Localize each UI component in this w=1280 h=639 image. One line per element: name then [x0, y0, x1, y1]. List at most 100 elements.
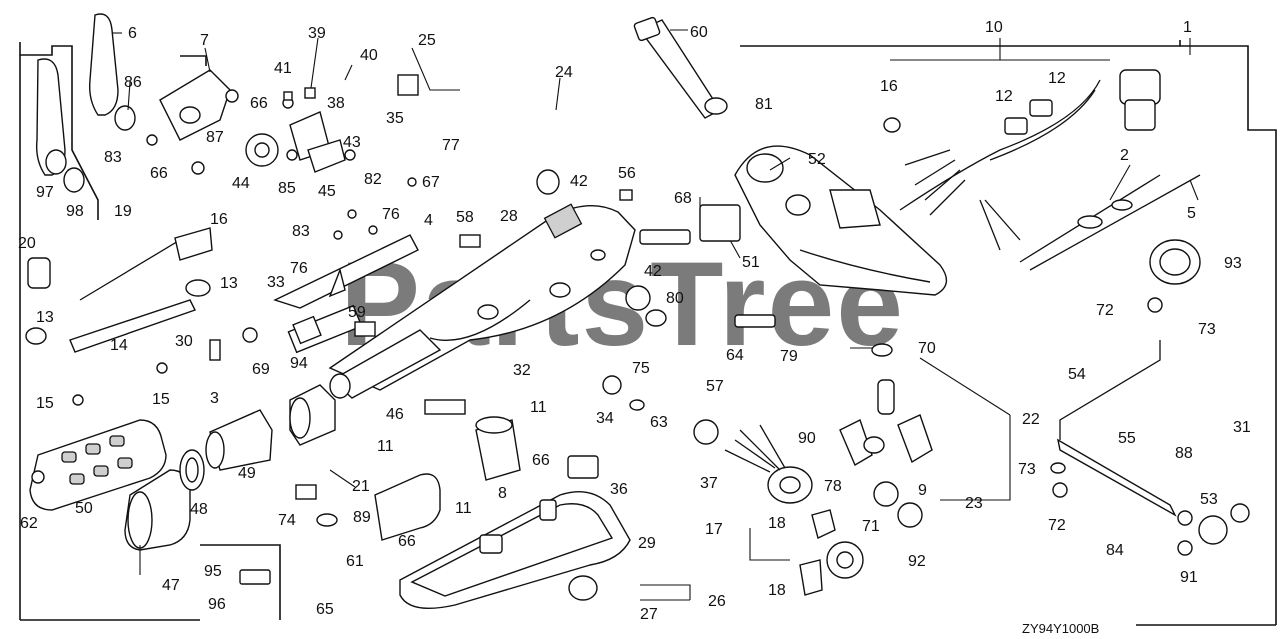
part-label-14: 14	[110, 337, 128, 354]
part-label-27: 27	[640, 606, 658, 623]
part-label-46: 46	[386, 406, 404, 423]
part-label-42-2: 42	[644, 263, 662, 280]
part-label-11-2: 11	[377, 438, 394, 455]
part-label-65: 65	[316, 601, 334, 618]
part-label-48: 48	[190, 501, 208, 518]
part-label-58: 58	[456, 209, 474, 226]
part-label-76: 76	[382, 206, 400, 223]
part-label-66-3: 66	[398, 533, 416, 550]
part-label-73-2: 73	[1018, 461, 1036, 478]
part-label-22: 22	[1022, 411, 1040, 428]
part-label-56: 56	[618, 165, 636, 182]
part-label-40: 40	[360, 47, 378, 64]
part-label-90: 90	[798, 430, 816, 447]
part-label-34: 34	[596, 410, 614, 427]
frame-lines	[19, 40, 1277, 626]
part-label-30: 30	[175, 333, 193, 350]
part-label-64: 64	[726, 347, 744, 364]
part-label-84: 84	[1106, 542, 1124, 559]
part-label-50: 50	[75, 500, 93, 517]
part-label-16-2: 16	[210, 211, 228, 228]
part-label-49: 49	[238, 465, 256, 482]
part-label-21: 21	[352, 478, 370, 495]
part-label-33: 33	[267, 274, 285, 291]
part-label-4: 4	[424, 212, 433, 229]
part-label-35: 35	[386, 110, 404, 127]
part-label-66: 66	[250, 95, 268, 112]
part-label-93: 93	[1224, 255, 1242, 272]
part-label-88: 88	[1175, 445, 1193, 462]
part-label-81: 81	[755, 96, 773, 113]
part-label-62: 62	[20, 515, 38, 532]
part-label-26: 26	[708, 593, 726, 610]
part-label-16: 16	[880, 78, 898, 95]
part-label-37: 37	[700, 475, 718, 492]
part-label-85: 85	[278, 180, 296, 197]
part-label-75: 75	[632, 360, 650, 377]
part-label-73: 73	[1198, 321, 1216, 338]
rod-14	[27, 227, 213, 353]
part-label-82: 82	[364, 171, 382, 188]
lever-97	[35, 58, 85, 193]
part-label-66-2: 66	[150, 165, 168, 182]
part-label-86: 86	[124, 74, 142, 91]
part-label-17: 17	[705, 521, 723, 538]
part-label-72: 72	[1096, 302, 1114, 319]
part-label-55: 55	[1118, 430, 1136, 447]
part-label-11-3: 11	[455, 500, 472, 517]
part-label-18: 18	[768, 515, 786, 532]
part-label-51: 51	[742, 254, 760, 271]
part-label-43: 43	[343, 134, 361, 151]
part-label-77: 77	[442, 137, 460, 154]
part-label-23: 23	[965, 495, 983, 512]
part-label-79: 79	[780, 348, 798, 365]
tiller-bracket-52	[734, 145, 948, 296]
connector-93	[1149, 239, 1201, 285]
part-label-32: 32	[513, 362, 531, 379]
part-label-19: 19	[114, 203, 132, 220]
part-label-18-2: 18	[768, 582, 786, 599]
small-parts	[25, 74, 1250, 601]
part-label-54: 54	[1068, 366, 1086, 383]
throttle-grip-50	[29, 419, 167, 511]
part-label-78: 78	[824, 478, 842, 495]
bracket-76	[273, 234, 419, 309]
part-label-1: 1	[1183, 19, 1192, 36]
part-label-42: 42	[570, 173, 588, 190]
part-label-80: 80	[666, 290, 684, 307]
part-label-29: 29	[638, 535, 656, 552]
part-label-98: 98	[66, 203, 84, 220]
part-label-25: 25	[418, 32, 436, 49]
part-label-63: 63	[650, 414, 668, 431]
part-label-94: 94	[290, 355, 308, 372]
part-label-71: 71	[862, 518, 880, 535]
part-label-13: 13	[220, 275, 238, 292]
part-label-39: 39	[308, 25, 326, 42]
part-label-45: 45	[318, 183, 336, 200]
grip-cage-47	[124, 469, 191, 551]
collar-21	[289, 384, 336, 446]
part-label-12-2: 12	[1048, 70, 1066, 87]
part-label-91: 91	[1180, 569, 1198, 586]
part-label-15: 15	[36, 395, 54, 412]
part-label-67: 67	[422, 174, 440, 191]
part-label-87: 87	[206, 129, 224, 146]
bolt-60	[633, 16, 728, 119]
wire-harness-10	[899, 69, 1161, 251]
part-label-96: 96	[208, 596, 226, 613]
part-label-20: 20	[18, 235, 36, 252]
part-label-44: 44	[232, 175, 250, 192]
part-label-60: 60	[690, 24, 708, 41]
part-label-92: 92	[908, 553, 926, 570]
part-label-9: 9	[918, 482, 927, 499]
rods-54-55	[1057, 340, 1177, 517]
part-label-24: 24	[555, 64, 573, 81]
throttle-cables	[1019, 174, 1201, 271]
rubber-parts	[374, 414, 933, 541]
part-label-95: 95	[204, 563, 222, 580]
part-label-97: 97	[36, 184, 54, 201]
part-label-41: 41	[274, 60, 292, 77]
part-label-83-2: 83	[292, 223, 310, 240]
